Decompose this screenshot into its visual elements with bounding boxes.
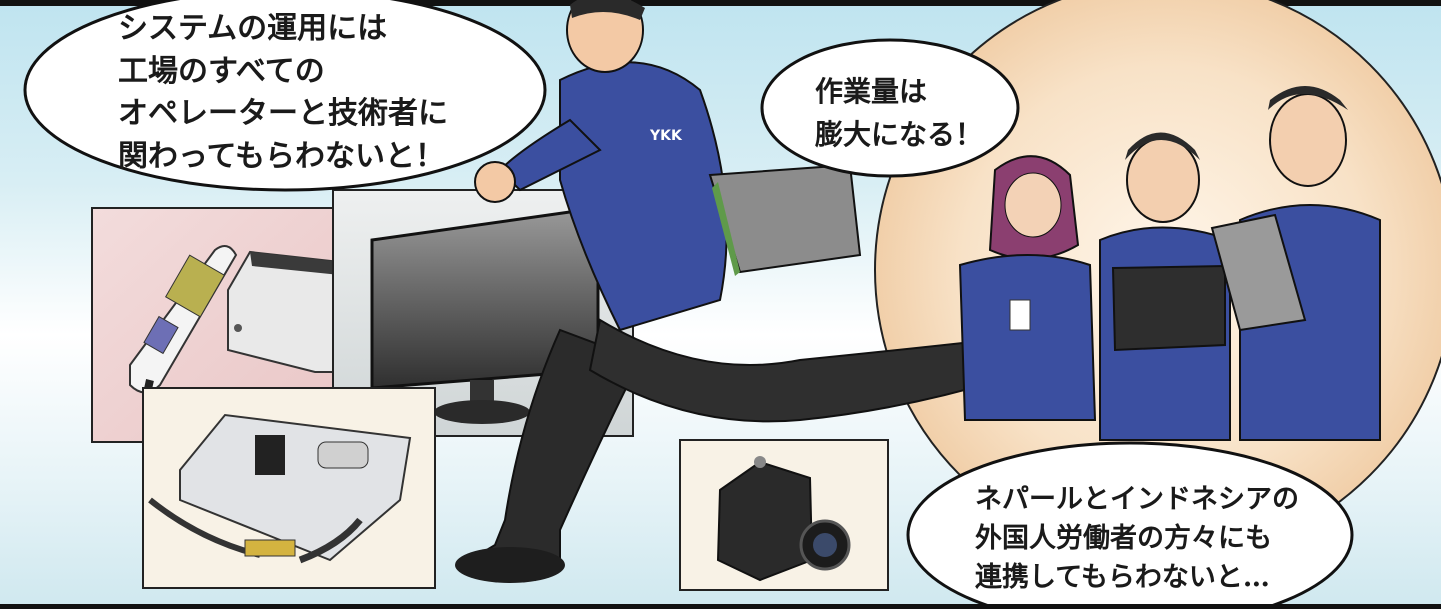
speech-bubble-workload: 作業量は 膨大になる！ (815, 70, 983, 157)
uniform-logo: YKK (649, 128, 683, 144)
bubble-line: 作業量は (815, 75, 928, 108)
worker-glasses (1099, 132, 1231, 441)
speech-bubble-system-shape (23, 0, 547, 192)
bubble-line: オペレーターと技術者に (118, 96, 448, 132)
panel-border-bottom (0, 604, 1441, 609)
camera-panel (679, 439, 889, 591)
bubble-line: 関わってもらわないと！ (118, 138, 445, 174)
panel-border-top (0, 0, 1441, 6)
bubble-line: 工場のすべての (118, 53, 325, 89)
speech-bubble-foreign-shape (906, 441, 1354, 609)
worker-clipboard (1210, 86, 1381, 441)
bubble-line: 連携してもらわないと… (975, 562, 1270, 594)
worker-hijab (958, 155, 1097, 421)
bubble-line: システムの運用には (118, 11, 388, 46)
bubble-line: ネパールとインドネシアの (975, 484, 1299, 515)
bubble-line: 膨大になる！ (815, 118, 984, 152)
speech-bubble-workload-shape (760, 38, 1020, 178)
controller-panel (142, 387, 436, 589)
speech-bubble-system-operation: システムの運用には 工場のすべての オペレーターと技術者に 関わってもらわないと… (118, 8, 448, 178)
speech-bubble-foreign-workers: ネパールとインドネシアの 外国人労働者の方々にも 連携してもらわないと… (975, 480, 1299, 597)
running-engineer: YKK (455, 0, 1060, 583)
bubble-line: 外国人労働者の方々にも (975, 523, 1272, 555)
